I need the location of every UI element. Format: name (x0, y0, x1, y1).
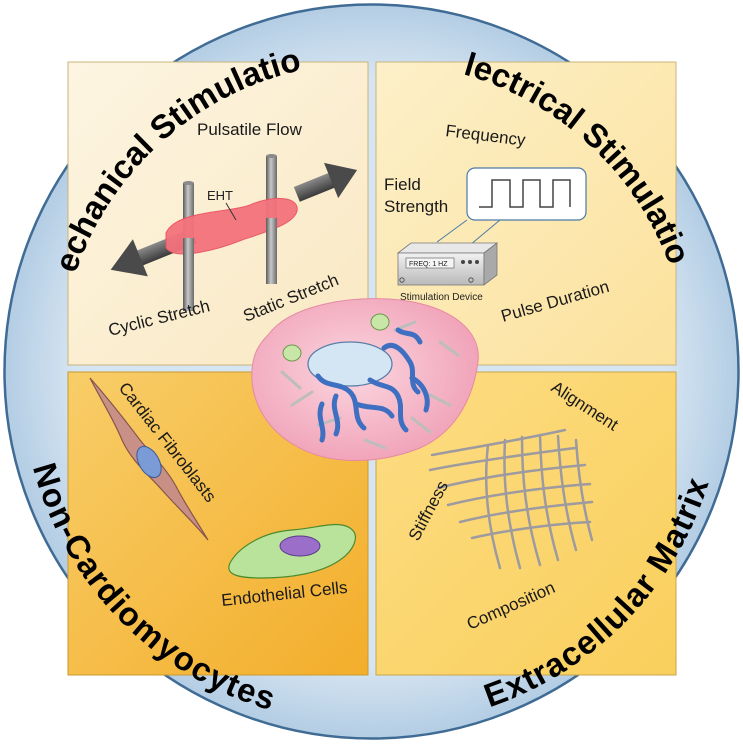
waveform-box (466, 167, 587, 221)
square-wave-icon (479, 179, 571, 208)
label-field: Field (384, 175, 421, 194)
label-eht: EHT (207, 188, 233, 203)
nucleus (307, 341, 393, 387)
eht-tissue (165, 197, 298, 255)
stretch-arrow-right (293, 162, 358, 202)
endothelial-nucleus (279, 535, 321, 557)
fiber-network (315, 327, 430, 443)
organelle (282, 344, 302, 362)
central-cell (251, 298, 479, 461)
device-display: FREQ: 1 HZ (409, 261, 448, 268)
label-strength: Strength (384, 197, 448, 216)
fibroblast-nucleus (136, 445, 162, 479)
label-stimulation-device: Stimulation Device (400, 292, 483, 303)
organelle (370, 313, 390, 331)
stimulation-device: FREQ: 1 HZ (396, 242, 499, 286)
label-pulsatile-flow: Pulsatile Flow (197, 120, 303, 139)
ecm-illustration (428, 428, 594, 570)
